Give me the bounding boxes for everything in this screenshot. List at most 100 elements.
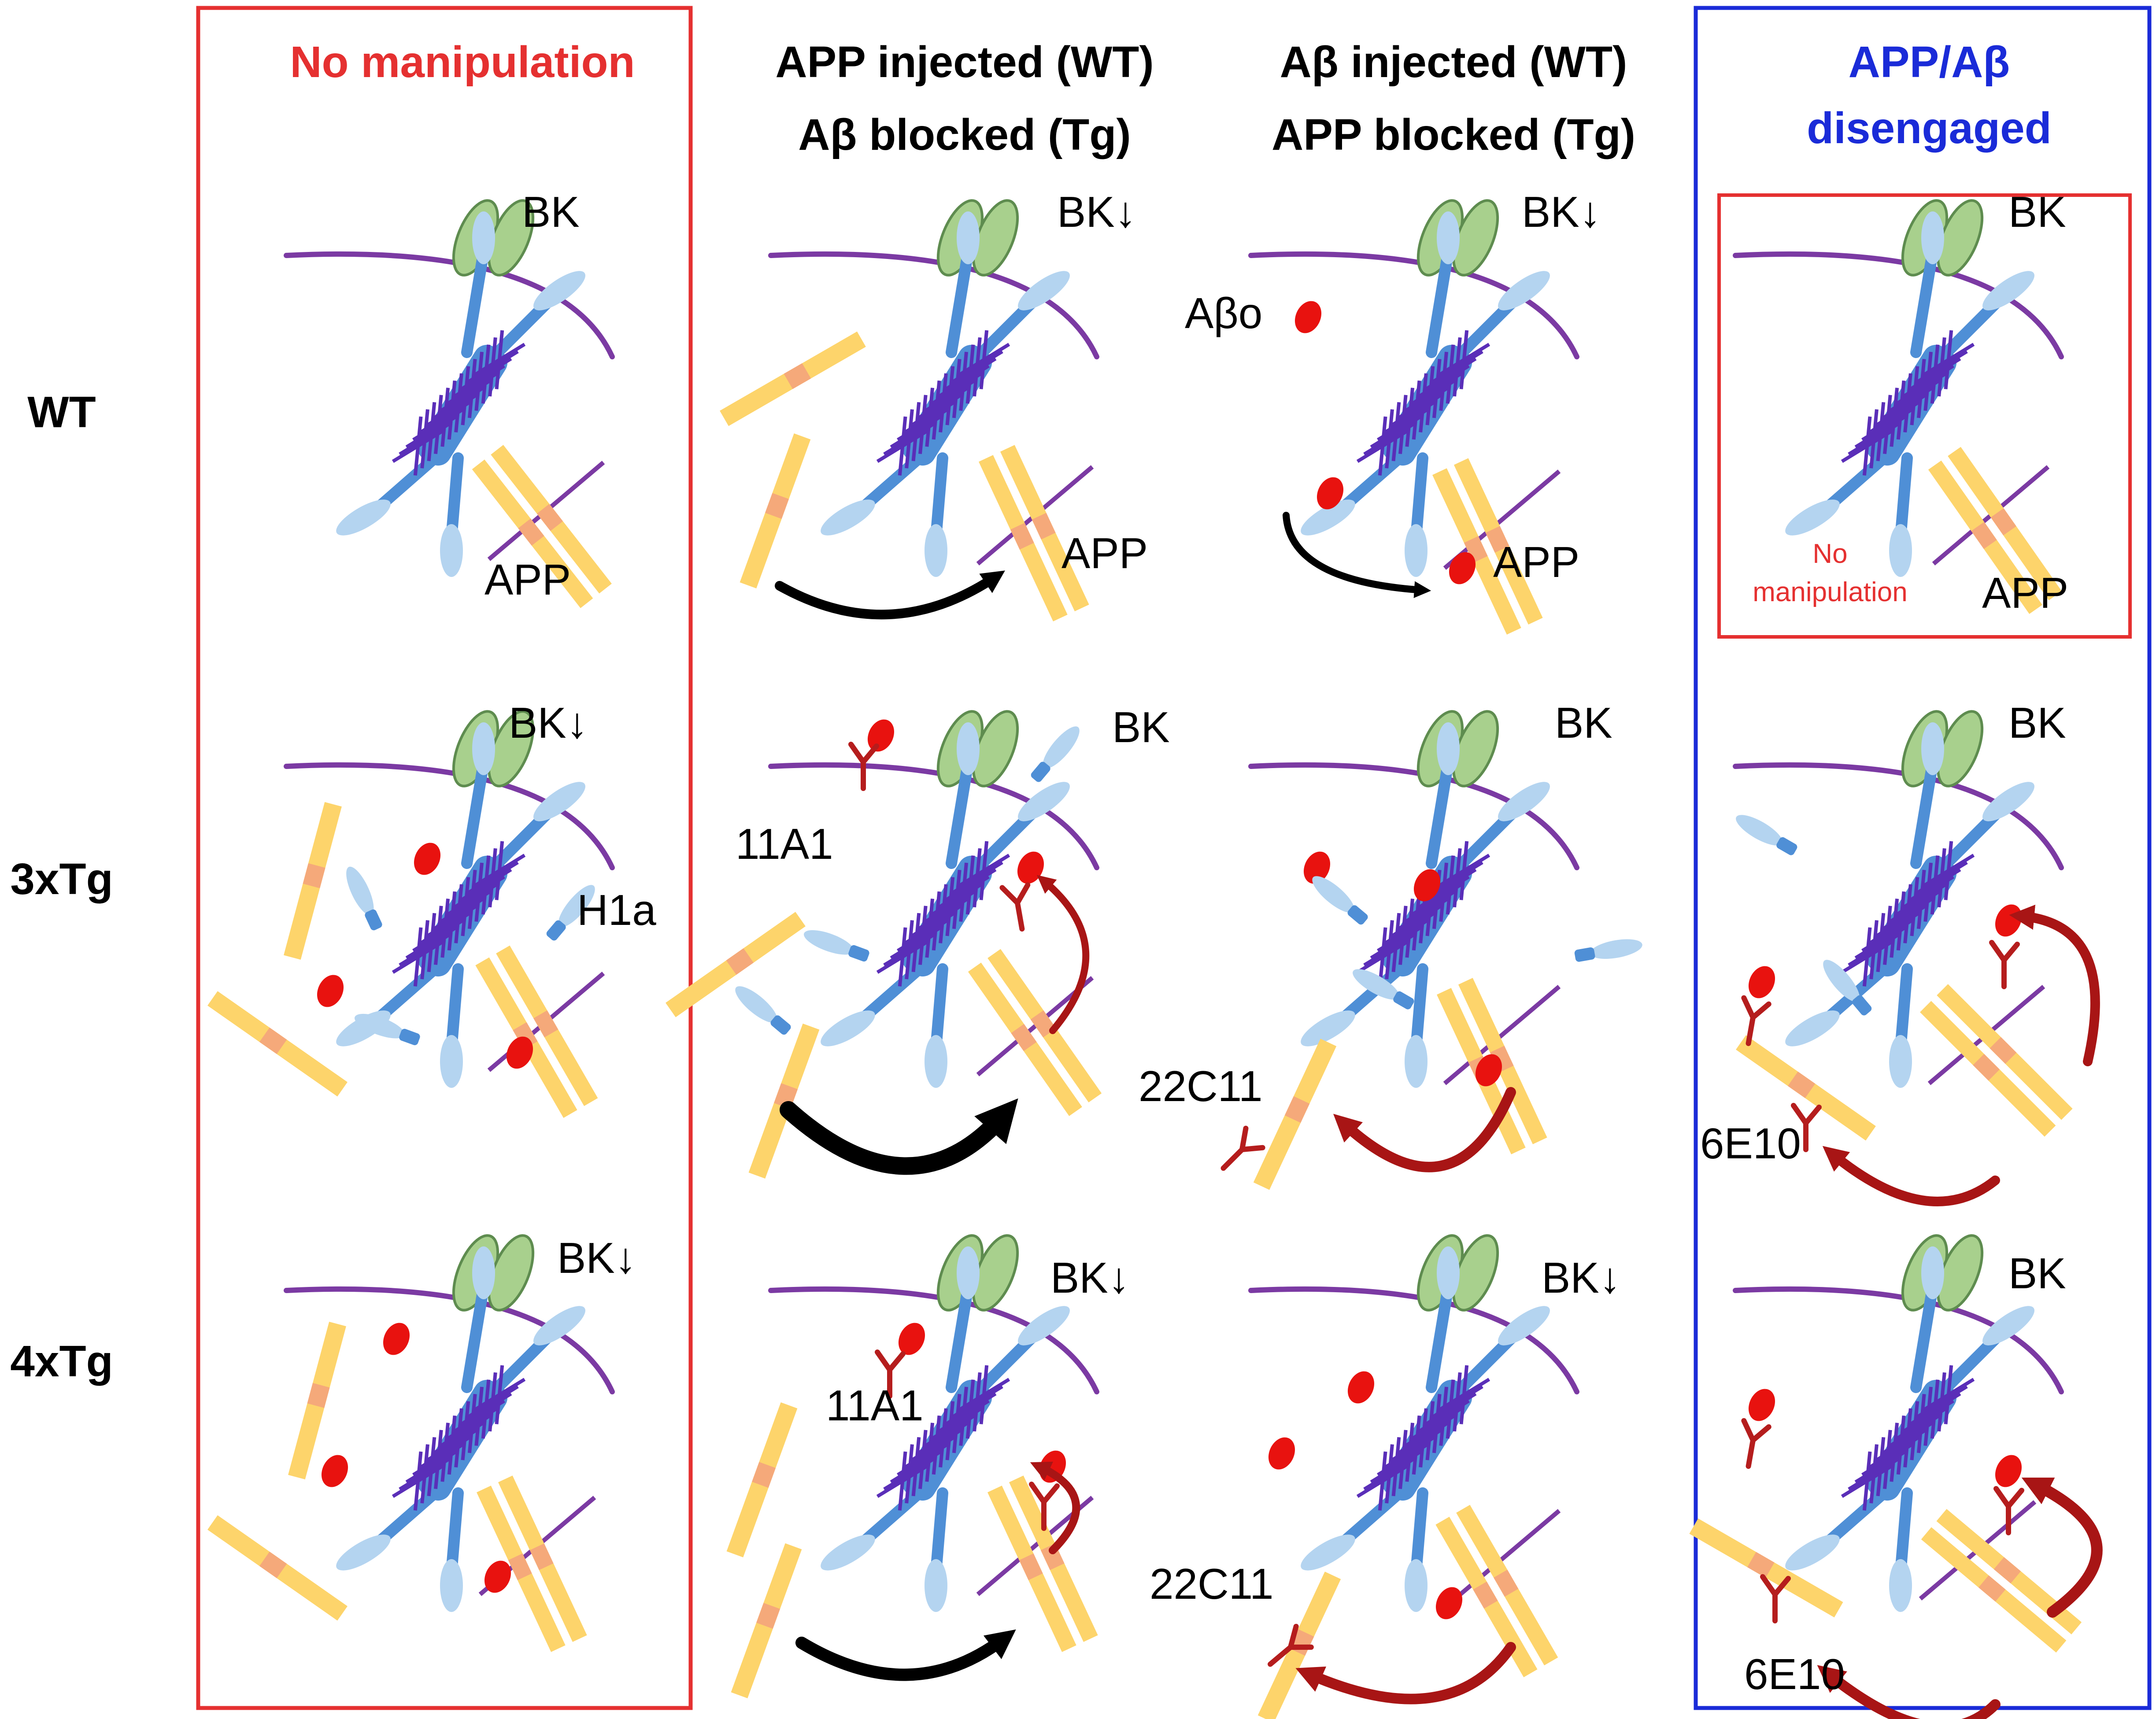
abeta-region xyxy=(536,504,563,531)
homer-evh1-domain xyxy=(336,1534,391,1571)
abeta-region xyxy=(1032,513,1056,540)
homer-evh1-domain xyxy=(1889,1559,1912,1612)
coiled-coil-turn xyxy=(1896,1415,1906,1475)
homer-evh1-domain xyxy=(1982,782,2034,821)
bk-down-label: BK↓ xyxy=(1542,1253,1621,1302)
coiled-coil-turn xyxy=(1890,1423,1899,1482)
homer-arm xyxy=(461,241,490,358)
coiled-coil-turn xyxy=(979,1365,989,1424)
coiled-coil-turn xyxy=(979,841,989,900)
abeta-region xyxy=(1971,521,1997,549)
coiled-coil-turn xyxy=(1425,366,1435,425)
coiled-coil-turn xyxy=(1944,330,1953,389)
homer-arm xyxy=(946,1276,975,1393)
coiled-coil-turn xyxy=(1883,1430,1892,1489)
coiled-coil-turn xyxy=(1903,373,1912,433)
free-homer1a xyxy=(1736,815,1797,855)
homer-arm xyxy=(446,452,464,543)
coiled-coil-turn xyxy=(1446,344,1455,404)
cell-schematic xyxy=(1248,199,1579,635)
coiled-coil-turn xyxy=(488,337,497,397)
coiled-coil-turn xyxy=(495,841,504,900)
coiled-coil-turn xyxy=(447,891,457,951)
cell-diagrams xyxy=(207,199,2103,1719)
homer1a-tail xyxy=(1031,762,1050,782)
homer1a-tail xyxy=(399,1028,420,1046)
antibody-y-shape xyxy=(1268,1623,1314,1667)
antibody-y-shape xyxy=(1993,1486,2024,1535)
homer-arm xyxy=(446,1487,464,1578)
coiled-coil-turn xyxy=(905,409,914,469)
abeta-region xyxy=(1788,1071,1816,1098)
homer1a-evh1 xyxy=(1312,876,1354,913)
coiled-coil-turn xyxy=(427,1437,436,1497)
coiled-coil-turn xyxy=(1916,359,1926,418)
antibody-22c11-label: 22C11 xyxy=(1150,1560,1274,1608)
coiled-coil-turn xyxy=(447,1415,457,1475)
app-label: APP xyxy=(1982,569,2068,617)
app-monomer xyxy=(1253,1039,1337,1190)
coiled-coil-turn xyxy=(973,337,982,397)
coiled-coil-turn xyxy=(420,920,429,980)
coiled-coil-turn xyxy=(1923,862,1933,922)
coiled-coil-turn xyxy=(973,848,982,908)
homer-evh1-domain xyxy=(1921,1246,1944,1299)
coiled-coil-turn xyxy=(1432,359,1442,418)
homer1a-tail xyxy=(1574,947,1595,962)
coiled-coil-turn xyxy=(1930,1379,1940,1439)
coiled-coil-turn xyxy=(413,927,423,987)
abeta-region xyxy=(726,948,754,975)
coiled-coil-turn xyxy=(925,388,935,447)
abeta-oligomer-label: Aβo xyxy=(1185,289,1262,337)
homer1a-evh1 xyxy=(1043,726,1080,769)
coiled-coil-turn xyxy=(1916,1394,1926,1453)
coiled-coil-turn xyxy=(932,380,941,440)
coiled-coil-turn xyxy=(440,388,450,447)
coiled-coil-turn xyxy=(420,1444,429,1504)
coiled-coil-turn xyxy=(488,1372,497,1432)
coiled-coil-turn xyxy=(1412,1415,1421,1475)
homer-arm xyxy=(1895,963,1913,1054)
coiled-coil-turn xyxy=(1419,1408,1428,1468)
coiled-coil-turn xyxy=(1385,1444,1394,1504)
free-homer1a xyxy=(355,1013,420,1046)
abeta-oligomer xyxy=(506,1036,533,1069)
abeta-oligomer xyxy=(484,1560,511,1593)
antibody-11a1-label: 11A1 xyxy=(736,820,833,868)
homer-evh1-domain xyxy=(440,524,463,577)
free-homer1a xyxy=(735,986,791,1035)
plasma-membrane xyxy=(1733,1286,2064,1394)
homer1a-evh1 xyxy=(804,930,854,955)
inset-no-manipulation-frame xyxy=(1717,193,2132,639)
coiled-coil-turn xyxy=(1876,913,1886,972)
antibody xyxy=(1993,1486,2024,1535)
abeta-region xyxy=(1747,1552,1775,1578)
coiled-coil-turn xyxy=(1432,1394,1442,1453)
inset-text-manipulation: manipulation xyxy=(1753,577,1908,607)
coiled-coil-turn xyxy=(1378,927,1387,987)
app-monomer xyxy=(207,1515,348,1621)
coiled-coil-turn xyxy=(1453,1372,1462,1432)
homer-evh1-domain xyxy=(821,1534,875,1571)
homer1a-evh1 xyxy=(355,1013,405,1039)
antibody-y-shape xyxy=(999,882,1031,932)
row-label-4xtg: 4xTg xyxy=(10,1337,113,1386)
antibody-y-shape xyxy=(1791,1103,1822,1152)
homer1a-tail xyxy=(1852,995,1872,1016)
header-no-manipulation: No manipulation xyxy=(290,37,635,87)
coiled-coil-turn xyxy=(434,395,443,454)
homer-arm xyxy=(1410,452,1428,543)
app-dimer xyxy=(979,445,1089,621)
coiled-coil-turn xyxy=(918,906,928,965)
abeta-region xyxy=(784,363,811,389)
coiled-coil-turn xyxy=(474,1386,484,1446)
abeta-oligomer xyxy=(1748,966,1775,998)
free-homer1a xyxy=(1574,939,1642,962)
app-dimer xyxy=(1432,458,1543,635)
cell-schematic xyxy=(1248,1234,1579,1719)
row-label-3xtg: 3xTg xyxy=(10,854,113,904)
homer-evh1-domain xyxy=(472,722,495,775)
coiled-coil-turn xyxy=(1453,337,1462,397)
coiled-coil-turn xyxy=(1869,920,1879,980)
plasma-membrane xyxy=(1248,1286,1579,1394)
